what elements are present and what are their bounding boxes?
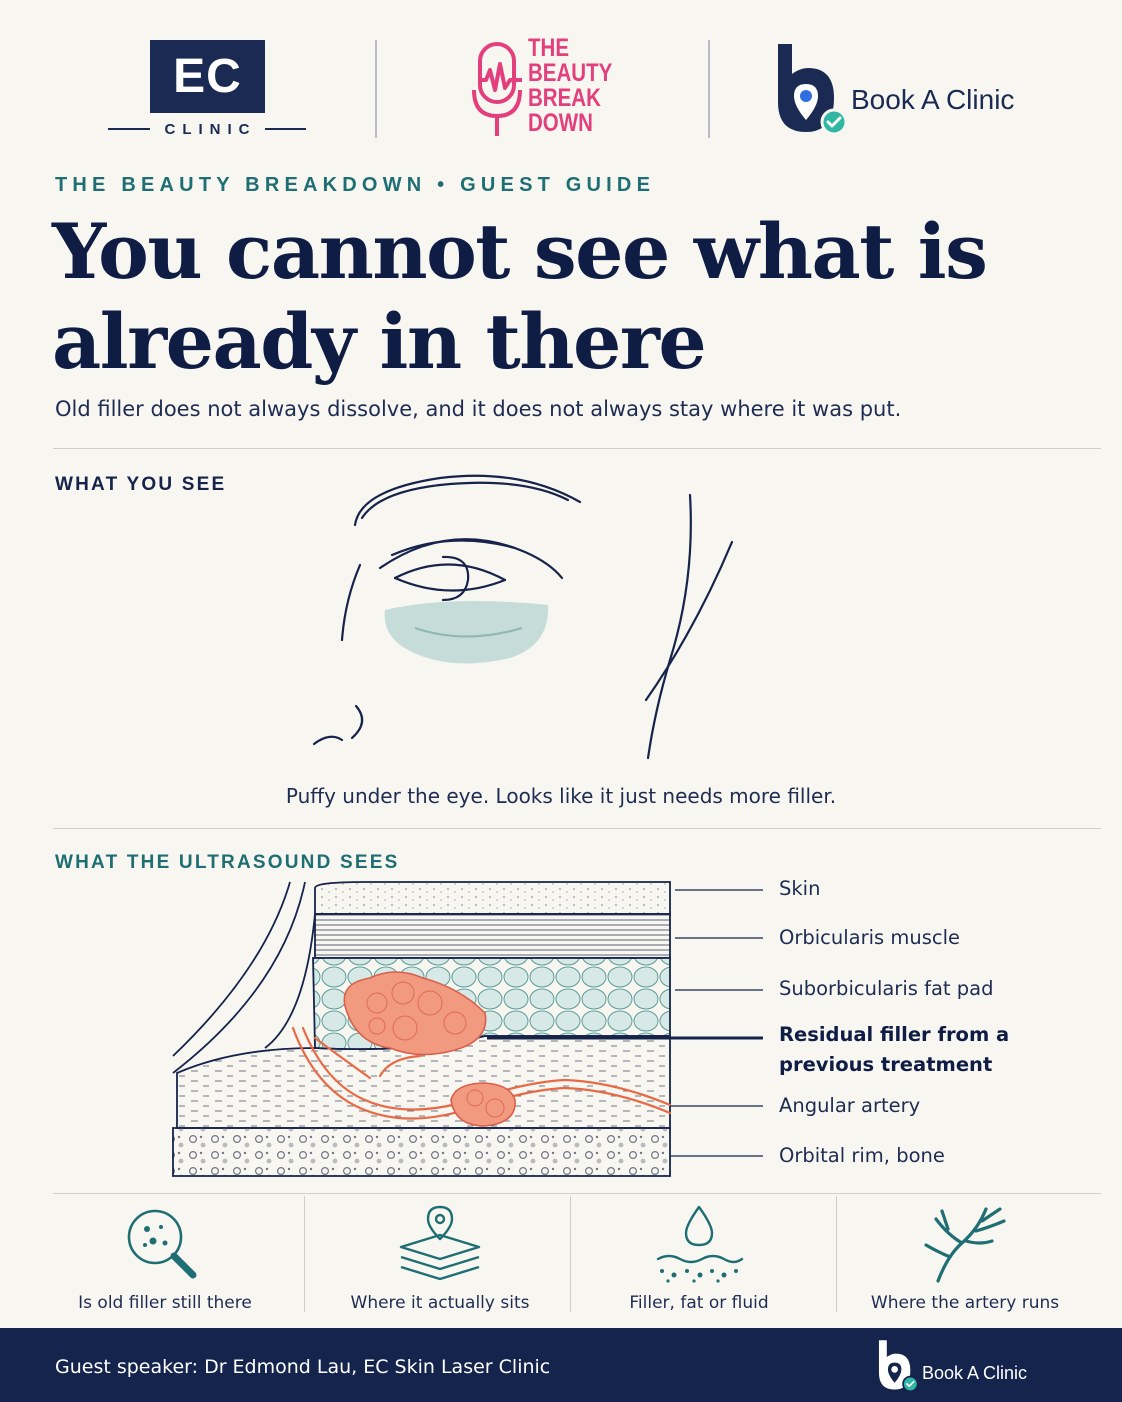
layer-label-residual-filler: Residual filler from a previous treatmen… (779, 1023, 1010, 1076)
check-label: Where the artery runs (870, 1293, 1060, 1313)
what-you-see-caption: Puffy under the eye. Looks like it just … (285, 784, 837, 808)
footer-bar: Guest speaker: Dr Edmond Lau, EC Skin La… (0, 1328, 1122, 1402)
ec-clinic-logo: EC (150, 40, 265, 113)
layer-label-angular-artery: Angular artery (779, 1094, 921, 1117)
header-divider (708, 40, 710, 138)
ultrasound-cross-section-diagram (172, 881, 763, 1177)
layers-pin-icon (399, 1205, 481, 1281)
podcast-microphone-icon (472, 42, 522, 136)
footer-brand-text: Book A Clinic (922, 1363, 1028, 1383)
column-divider (570, 1196, 571, 1312)
magnifier-icon (127, 1209, 197, 1279)
eye-illustration (312, 474, 734, 760)
section-label-ultrasound: WHAT THE ULTRASOUND SEES (55, 852, 400, 873)
section-divider (53, 828, 1101, 829)
droplet-icon (656, 1205, 744, 1283)
ec-logo-text: EC (173, 50, 242, 103)
column-divider (304, 1196, 305, 1312)
header-divider (375, 40, 377, 138)
section-divider (53, 448, 1101, 449)
bookaclinic-logo-text: Book A Clinic (851, 84, 1015, 115)
layer-label-fat-pad: Suborbicularis fat pad (779, 977, 994, 1000)
section-label-what-you-see: WHAT YOU SEE (55, 474, 227, 495)
bookaclinic-footer-logo-icon (878, 1340, 919, 1393)
guest-speaker-text: Guest speaker: Dr Edmond Lau, EC Skin La… (55, 1356, 551, 1378)
check-item-old-filler: Is old filler still there (32, 1195, 298, 1315)
layer-label-orbital-rim: Orbital rim, bone (779, 1144, 945, 1167)
guide-kicker: THE BEAUTY BREAKDOWN • GUEST GUIDE (55, 174, 656, 196)
section-divider (53, 1193, 1101, 1194)
check-label: Is old filler still there (78, 1293, 252, 1313)
artery-icon (924, 1207, 1006, 1283)
column-divider (836, 1196, 837, 1312)
podcast-logo-text: THE BEAUTY BREAK DOWN (528, 34, 613, 137)
check-item-location: Where it actually sits (307, 1195, 573, 1315)
ec-clinic-logo-sub: CLINIC (108, 119, 306, 139)
ec-logo-sub-text: CLINIC (164, 120, 257, 138)
layer-label-orbicularis: Orbicularis muscle (779, 926, 961, 949)
layer-label-skin: Skin (779, 877, 821, 900)
check-label: Filler, fat or fluid (629, 1293, 769, 1313)
check-item-filler-fat-fluid: Filler, fat or fluid (566, 1195, 832, 1315)
page-title: You cannot see what is already in there (52, 207, 988, 386)
check-label: Where it actually sits (350, 1293, 530, 1313)
bookaclinic-logo-icon (778, 44, 848, 136)
check-item-artery: Where the artery runs (832, 1195, 1098, 1315)
page-subtitle: Old filler does not always dissolve, and… (55, 397, 902, 421)
